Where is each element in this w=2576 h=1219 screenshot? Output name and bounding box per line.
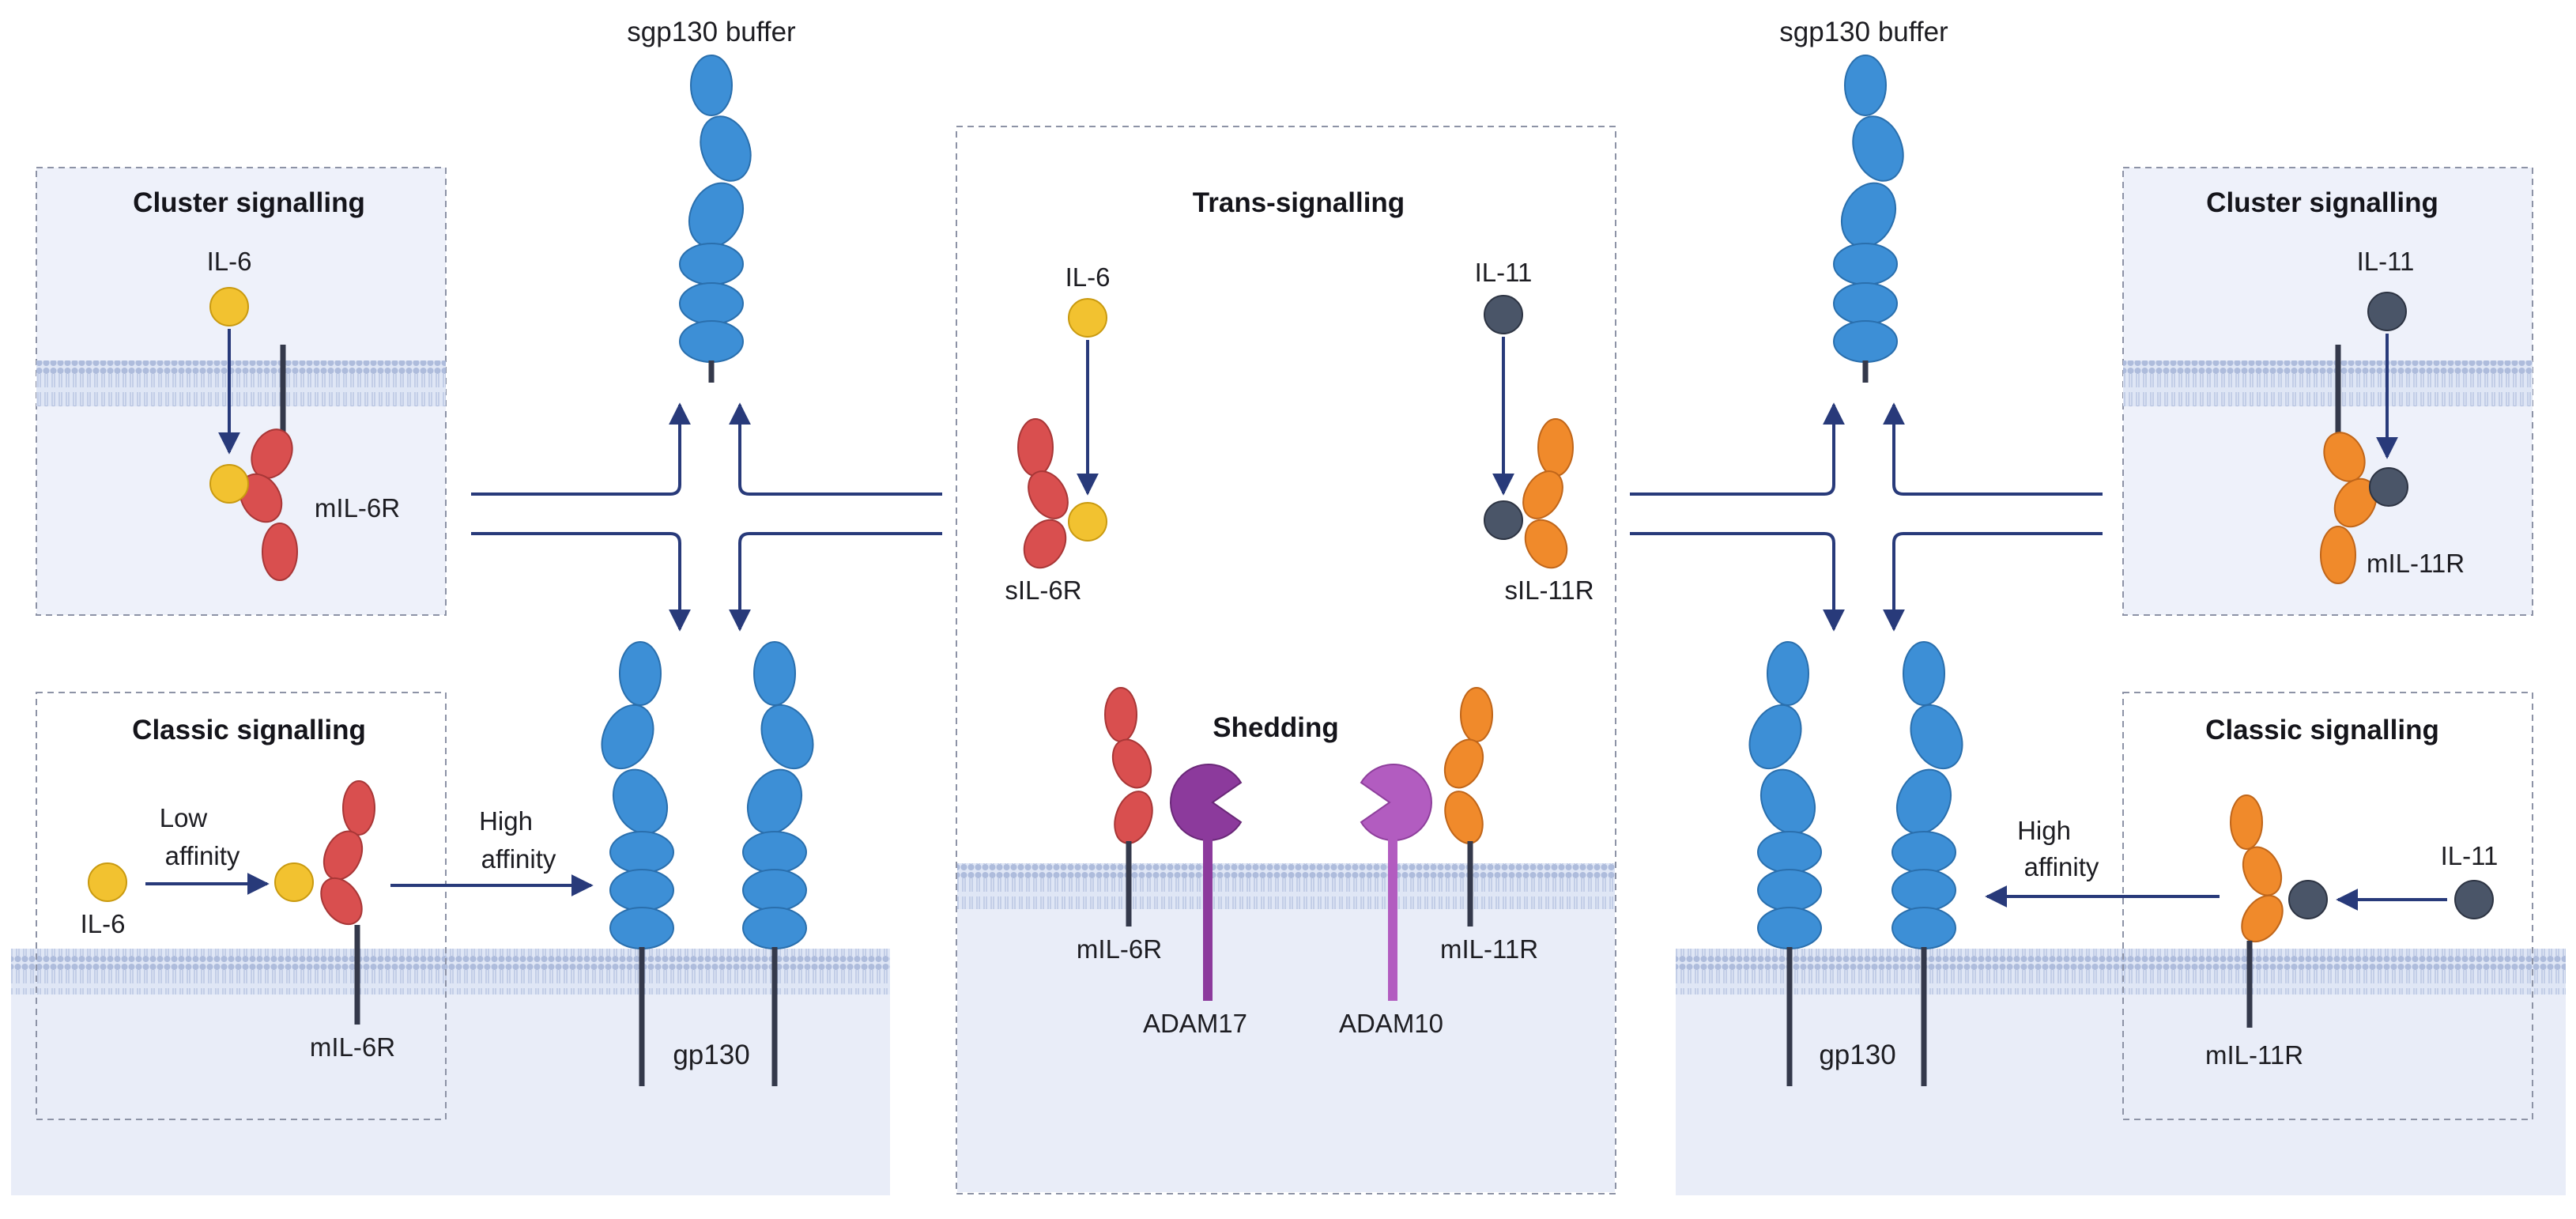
shed-mil11r-receptor [1443, 687, 1493, 844]
left-classic-panel: Classic signalling IL-6 Low affinity mIL… [36, 692, 447, 1120]
left-cross-connector [471, 402, 942, 632]
left-cluster-il6-label: IL-6 [207, 247, 252, 276]
sil11r-label: sIL-11R [1504, 576, 1593, 605]
right-section: sgp130 buffer Cluster signalling IL-11 [1630, 17, 2566, 1195]
left-buffer-label: sgp130 buffer [627, 17, 796, 47]
right-classic-panel: Classic signalling IL-11 mIL-11R [2122, 692, 2533, 1120]
right-buffer-label: sgp130 buffer [1779, 17, 1948, 47]
adam17-label: ADAM17 [1143, 1009, 1247, 1038]
mil6r-receptor [239, 428, 298, 581]
mil11r-receptor [2320, 432, 2378, 584]
right-cluster-membrane [2123, 360, 2533, 406]
il6-bound-classic [274, 862, 314, 902]
left-gp130-b [742, 641, 814, 949]
adam10-label: ADAM10 [1339, 1009, 1443, 1038]
right-high-affinity-2: affinity [2024, 852, 2099, 881]
left-cluster-panel: Cluster signalling IL-6 mIL-6R [36, 167, 447, 616]
trans-il6-label: IL-6 [1065, 262, 1111, 292]
right-cytoplasm [1676, 974, 2566, 1195]
right-classic-il11-label: IL-11 [2441, 841, 2499, 870]
left-classic-receptor-label: mIL-6R [310, 1032, 395, 1062]
shed-mil11r-label: mIL-11R [1440, 934, 1538, 964]
mil11r-classic-receptor [2230, 794, 2284, 943]
il11-bound-classic [2288, 880, 2328, 919]
sil11r-receptor [1522, 418, 1574, 569]
left-gp130-a [601, 641, 674, 949]
il11-ligand [2367, 292, 2407, 331]
left-cluster-membrane [36, 360, 446, 406]
right-sgp130-buffer [1833, 55, 1904, 363]
left-high-affinity-2: affinity [481, 844, 556, 874]
trans-il6-ligand [1068, 298, 1107, 338]
right-cluster-receptor-label: mIL-11R [2367, 549, 2465, 578]
left-membrane [11, 949, 890, 994]
center-cytoplasm [957, 885, 1615, 1192]
trans-il11-label: IL-11 [1475, 258, 1533, 287]
left-classic-title: Classic signalling [132, 715, 366, 745]
low-affinity-label-2: affinity [165, 841, 240, 870]
right-cluster-il11-label: IL-11 [2357, 247, 2415, 276]
left-high-affinity-1: High [479, 806, 533, 836]
right-gp130-label: gp130 [1819, 1040, 1895, 1070]
mil6r-classic-receptor [320, 780, 375, 926]
trans-il11-ligand [1484, 295, 1523, 334]
sil6r-label: sIL-6R [1005, 576, 1081, 605]
left-cluster-receptor-label: mIL-6R [315, 493, 400, 523]
right-gp130-b [1891, 641, 1963, 949]
il6-ligand [209, 287, 249, 326]
il6-bound-ligand [209, 464, 249, 504]
left-sgp130-buffer [679, 55, 752, 363]
low-affinity-label-1: Low [160, 803, 208, 832]
right-high-affinity-1: High [2017, 816, 2071, 845]
shed-mil6r-receptor [1104, 687, 1153, 844]
adam10-enzyme [1360, 764, 1432, 841]
trans-signalling-title: Trans-signalling [1193, 187, 1405, 218]
right-cross-connector [1630, 402, 2103, 632]
right-membrane [1676, 949, 2566, 994]
il11-bound-ligand [2369, 467, 2408, 507]
center-section: Trans-signalling IL-6 sIL-6R IL-11 sIL-1… [956, 126, 1616, 1194]
left-section: Cluster signalling IL-6 mIL-6R Classic s… [11, 17, 942, 1195]
left-classic-il6-label: IL-6 [81, 909, 126, 938]
right-cluster-title: Cluster signalling [2206, 187, 2438, 218]
left-cytoplasm [11, 974, 890, 1195]
left-cluster-title: Cluster signalling [133, 187, 365, 218]
right-classic-receptor-label: mIL-11R [2205, 1040, 2303, 1070]
right-cluster-panel: Cluster signalling IL-11 mIL-11R [2122, 167, 2533, 616]
left-gp130-label: gp130 [673, 1040, 749, 1070]
right-classic-title: Classic signalling [2205, 715, 2439, 745]
trans-il11-bound [1484, 500, 1523, 540]
center-membrane [957, 863, 1615, 909]
il11-free-ligand [2454, 880, 2494, 919]
shedding-title: Shedding [1213, 712, 1338, 743]
trans-il6-bound [1068, 502, 1107, 542]
shed-mil6r-label: mIL-6R [1077, 934, 1162, 964]
right-gp130-a [1748, 641, 1822, 949]
sil6r-receptor [1017, 418, 1069, 569]
il6-free-ligand [88, 862, 127, 902]
adam17-enzyme [1170, 764, 1243, 841]
